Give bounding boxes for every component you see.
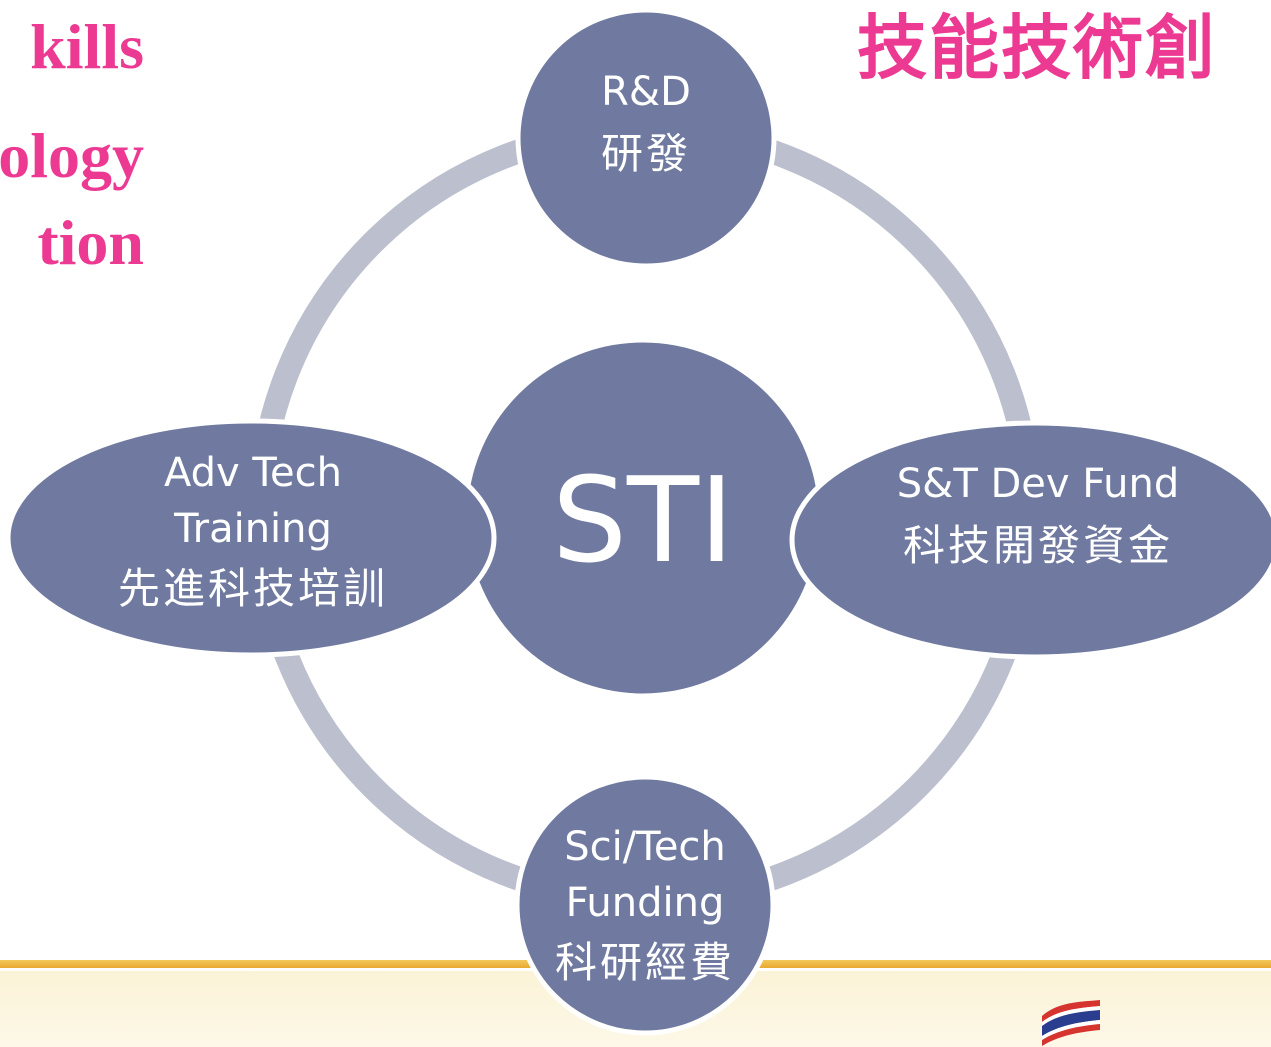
node-rd: R&D 研發 bbox=[601, 62, 691, 186]
node-sci-tech-funding-label-en: Sci/Tech Funding bbox=[564, 824, 726, 926]
node-st-dev-fund: S&T Dev Fund 科技開發資金 bbox=[897, 454, 1179, 578]
node-adv-tech-training-ellipse bbox=[5, 418, 497, 658]
node-rd-label-zh: 研發 bbox=[600, 129, 692, 178]
node-st-dev-fund-label-zh: 科技開發資金 bbox=[902, 521, 1174, 570]
node-rd-label-en: R&D bbox=[601, 69, 691, 115]
node-adv-tech-training: Adv Tech Training 先進科技培訓 bbox=[118, 445, 388, 621]
title-line-2: ology bbox=[0, 120, 144, 191]
node-adv-tech-training-label-en: Adv Tech Training bbox=[163, 450, 343, 552]
node-st-dev-fund-label-en: S&T Dev Fund bbox=[896, 461, 1180, 507]
node-sci-tech-funding-circle bbox=[514, 774, 776, 1036]
flag-icon bbox=[1042, 1000, 1100, 1046]
node-st-dev-fund-ellipse bbox=[789, 420, 1271, 660]
node-adv-tech-training-label-zh: 先進科技培訓 bbox=[117, 564, 389, 613]
title-line-1: kills bbox=[30, 11, 144, 82]
node-rd-circle bbox=[515, 7, 777, 269]
title-chinese: 技能技術創 bbox=[857, 7, 1217, 89]
hub-label: STI bbox=[552, 451, 734, 589]
node-sci-tech-funding-label-zh: 科研經費 bbox=[554, 938, 736, 987]
title-line-3: tion bbox=[37, 207, 144, 278]
node-sci-tech-funding: Sci/Tech Funding 科研經費 bbox=[555, 819, 735, 995]
